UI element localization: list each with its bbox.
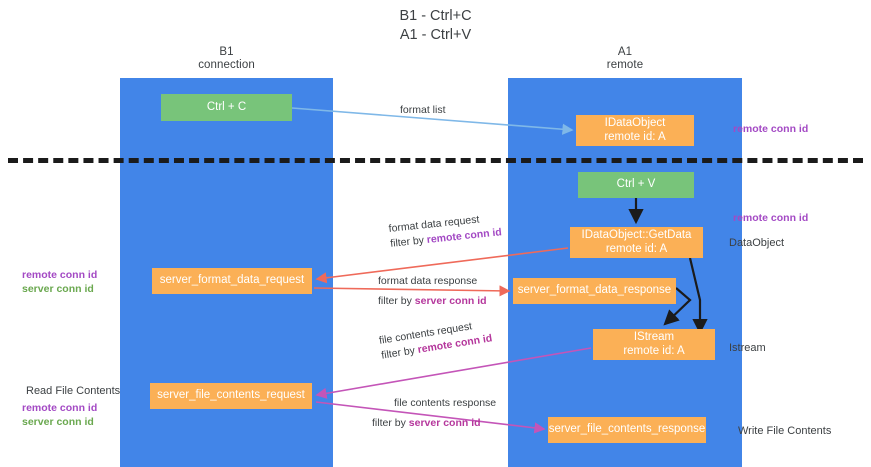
filter-by-prefix: filter by bbox=[389, 234, 428, 250]
annotation-left-mid: remote conn id server conn id bbox=[22, 268, 97, 296]
flow-label-format-data-request: format data request filter by remote con… bbox=[388, 210, 503, 252]
annotation-left-mid-remote: remote conn id bbox=[22, 269, 98, 281]
node-server-file-contents-response-label: server_file_contents_response bbox=[548, 423, 706, 436]
lane-header-a1: A1 remote bbox=[508, 46, 742, 72]
flow-label-file-contents-response: file contents response filter by server … bbox=[372, 396, 496, 431]
node-server-format-data-request-label: server_format_data_request bbox=[159, 274, 305, 287]
annotation-left-bot-remote: remote conn id bbox=[22, 402, 98, 414]
filter-key-server-conn-id: server conn id bbox=[414, 295, 487, 307]
annotation-write-file-contents: Write File Contents bbox=[738, 425, 832, 437]
flow-label-file-contents-response-line1: file contents response bbox=[394, 397, 497, 409]
annotation-read-file-contents: Read File Contents bbox=[26, 385, 121, 397]
node-server-file-contents-request[interactable]: server_file_contents_request bbox=[150, 383, 312, 409]
node-server-file-contents-response[interactable]: server_file_contents_response bbox=[548, 417, 706, 443]
node-idataobject[interactable]: IDataObject remote id: A bbox=[576, 115, 694, 146]
flow-label-file-contents-request: file contents request filter by remote c… bbox=[378, 316, 493, 363]
title-line-2: A1 - Ctrl+V bbox=[399, 27, 472, 43]
lane-header-b1-name: B1 bbox=[219, 46, 234, 58]
node-istream-label: IStream bbox=[633, 331, 675, 343]
page-title: B1 - Ctrl+C A1 - Ctrl+V bbox=[0, 7, 871, 45]
flow-label-file-contents-response-line2: filter by server conn id bbox=[372, 416, 496, 431]
flow-label-format-data-response: format data response filter by server co… bbox=[378, 274, 487, 309]
node-istream-remote-id: remote id: A bbox=[623, 344, 685, 357]
title-line-1: B1 - Ctrl+C bbox=[399, 8, 472, 24]
node-getdata-label: IDataObject::GetData bbox=[581, 229, 692, 241]
node-idataobject-getdata[interactable]: IDataObject::GetData remote id: A bbox=[570, 227, 703, 258]
annotation-remote-conn-id-top: remote conn id bbox=[733, 123, 809, 135]
lane-header-a1-role: remote bbox=[606, 59, 644, 71]
flow-label-format-data-response-line1: format data response bbox=[378, 275, 478, 287]
lane-header-b1-role: connection bbox=[198, 59, 255, 71]
node-server-format-data-response-label: server_format_data_response bbox=[517, 284, 672, 297]
annotation-dataobject: DataObject bbox=[729, 237, 785, 249]
node-getdata-remote-id: remote id: A bbox=[605, 242, 668, 255]
node-ctrl-v[interactable]: Ctrl + V bbox=[578, 172, 694, 198]
lane-header-b1: B1 connection bbox=[120, 46, 333, 72]
section-divider bbox=[8, 158, 863, 163]
annotation-istream: Istream bbox=[729, 342, 766, 354]
node-server-format-data-response[interactable]: server_format_data_response bbox=[513, 278, 676, 304]
filter-key-server-conn-id-2: server conn id bbox=[408, 417, 481, 429]
node-istream[interactable]: IStream remote id: A bbox=[593, 329, 715, 360]
node-idataobject-label: IDataObject bbox=[604, 117, 666, 129]
node-ctrl-c-label: Ctrl + C bbox=[206, 100, 247, 113]
annotation-left-bot-server: server conn id bbox=[22, 416, 94, 428]
node-idataobject-remote-id: remote id: A bbox=[604, 130, 666, 143]
flow-label-format-list: format list bbox=[400, 103, 446, 118]
annotation-left-mid-server: server conn id bbox=[22, 283, 94, 295]
filter-by-prefix-4: filter by bbox=[372, 417, 409, 429]
node-ctrl-v-label: Ctrl + V bbox=[616, 178, 656, 191]
flow-label-format-list-line1: format list bbox=[400, 104, 446, 116]
node-server-format-data-request[interactable]: server_format_data_request bbox=[152, 268, 312, 294]
node-server-file-contents-request-label: server_file_contents_request bbox=[157, 389, 305, 402]
lane-header-a1-name: A1 bbox=[617, 46, 633, 58]
node-ctrl-c[interactable]: Ctrl + C bbox=[161, 94, 292, 121]
filter-by-prefix-2: filter by bbox=[378, 295, 415, 307]
flow-label-format-data-response-line2: filter by server conn id bbox=[378, 294, 487, 309]
annotation-left-bottom: remote conn id server conn id bbox=[22, 401, 97, 429]
annotation-remote-conn-id-mid: remote conn id bbox=[733, 212, 809, 224]
